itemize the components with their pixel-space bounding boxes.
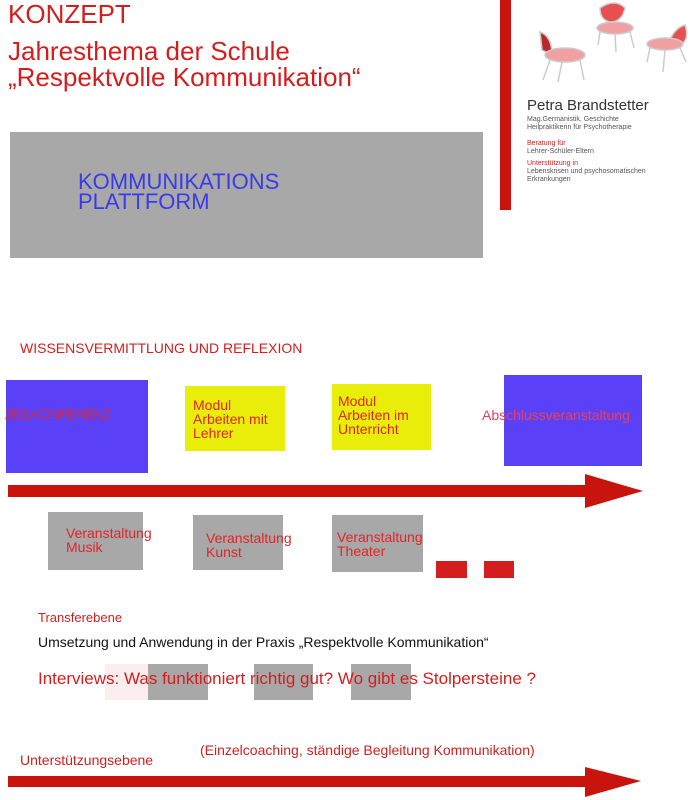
- event-kunst-label: Veranstaltung Kunst: [206, 530, 292, 560]
- card-qualification1: Mag.Germanistik, Geschichte: [527, 116, 619, 123]
- event-kunst-box: Veranstaltung Kunst: [193, 515, 292, 570]
- title-line2: „Respektvolle Kommunikation“: [8, 62, 361, 92]
- transfer-text: Umsetzung und Anwendung in der Praxis „R…: [38, 634, 489, 650]
- event-theater-box: Veranstaltung Theater: [332, 515, 423, 572]
- card-unterstuetzung-text2: Erkrankungen: [527, 176, 571, 183]
- interview-box-3: [351, 664, 411, 700]
- platform-box: KOMMUNIKATIONS PLATTFORM: [10, 132, 483, 258]
- chairs-image: [539, 2, 688, 83]
- card-name: Petra Brandstetter: [527, 97, 649, 114]
- card-unterstuetzung-text1: Lebenskrisen und psychosomatischen: [527, 168, 646, 175]
- modul-unterricht-box: Modul Arbeiten im Unterricht: [332, 384, 431, 450]
- card-qualification2: Heilpraktikerin für Psychotherapie: [527, 124, 632, 131]
- interview-box-0: [105, 664, 148, 700]
- interview-box-1: [148, 664, 208, 700]
- event-musik-label: Veranstaltung Musik: [66, 525, 152, 555]
- card-beratung-text: Lehrer-Schüler-Eltern: [527, 148, 594, 155]
- modul-unterricht-label: Modul Arbeiten im Unterricht: [338, 393, 409, 437]
- zielkonferenz-box: [6, 380, 148, 473]
- interviews-text: Interviews: Was funktioniert richtig gut…: [38, 669, 536, 688]
- card-unterstuetzung-heading: Unterstützung in: [527, 160, 578, 167]
- more-marker-1: [436, 561, 467, 578]
- konzept-label: KONZEPT: [8, 0, 131, 29]
- red-divider: [500, 0, 511, 210]
- zielkonferenz-label: ZIELKONFERENZ: [5, 407, 111, 422]
- event-musik-box: Veranstaltung Musik: [48, 512, 152, 570]
- interview-box-2: [254, 664, 313, 700]
- modul-lehrer-box: Modul Arbeiten mit Lehrer: [185, 386, 285, 451]
- modul-lehrer-label: Modul Arbeiten mit Lehrer: [193, 397, 268, 441]
- title-line1: Jahresthema der Schule: [8, 36, 290, 66]
- abschluss-label: Abschlussveranstaltung: [482, 407, 630, 423]
- knowledge-heading: WISSENSVERMITTLUNG UND REFLEXION: [20, 340, 303, 356]
- card-beratung-heading: Beratung für: [527, 140, 566, 147]
- support-text: (Einzelcoaching, ständige Begleitung Kom…: [200, 742, 535, 758]
- platform-line2: PLATTFORM: [78, 189, 210, 214]
- platform-line1: KOMMUNIKATIONS: [78, 169, 280, 194]
- abschluss-box: [504, 375, 642, 466]
- business-card: Petra Brandstetter Mag.Germanistik, Gesc…: [527, 98, 697, 184]
- support-heading: Unterstützungsebene: [20, 752, 154, 768]
- timeline-arrow-bottom: [8, 767, 641, 797]
- timeline-arrow-top: [8, 474, 643, 508]
- transfer-heading: Transferebene: [38, 610, 123, 625]
- event-theater-label: Veranstaltung Theater: [337, 529, 423, 559]
- more-marker-2: [484, 561, 514, 578]
